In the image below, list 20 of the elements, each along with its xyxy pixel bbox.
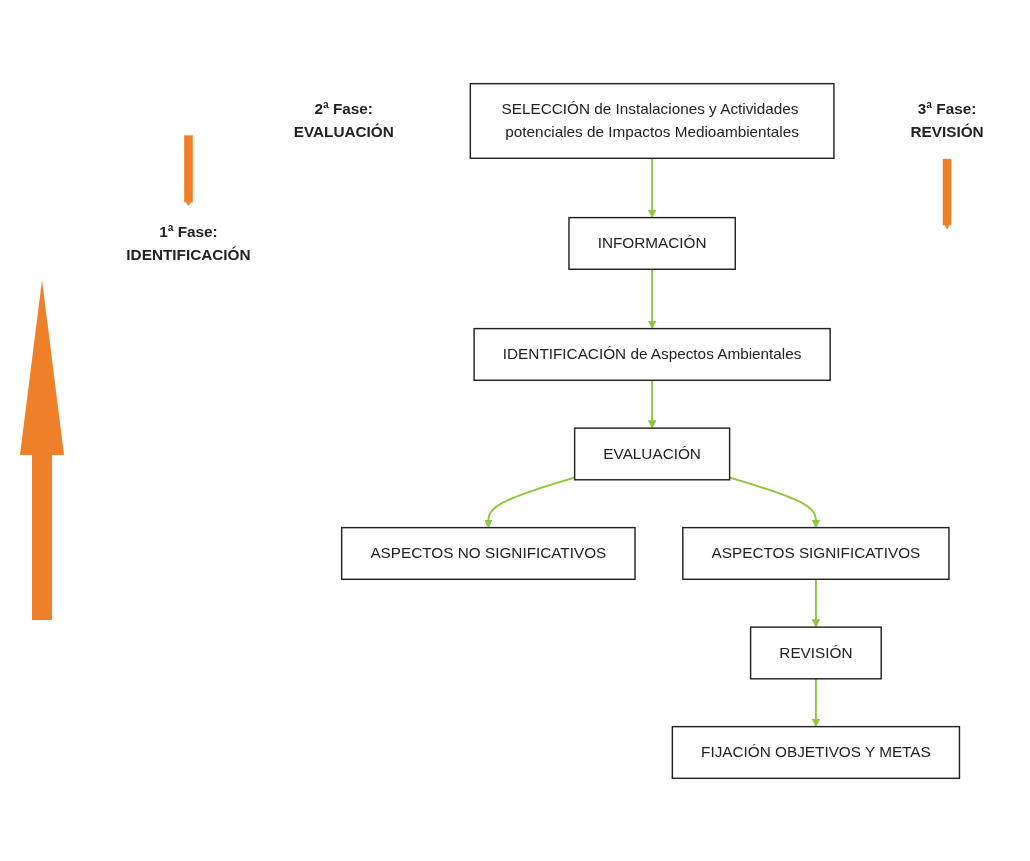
arrow <box>484 476 576 528</box>
arrow <box>811 577 821 628</box>
node-text: 1ª Fase: IDENTIFICACIÓN <box>126 222 251 263</box>
node-box: EVALUACIÓN <box>573 426 731 481</box>
node-text: 3ª Fase: REVISIÓN <box>910 100 984 140</box>
arrow <box>647 156 657 218</box>
node-box: SELECCIÓN de Instalaciones y Actividades potenciales de Impactos Medioambientales <box>469 82 835 159</box>
arrow <box>942 157 952 229</box>
node-box: IDENTIFICACIÓN de Aspectos Ambientales <box>473 327 831 381</box>
node-box: ASPECTOS NO SIGNIFICATIVOS <box>340 526 636 580</box>
arrow <box>811 677 821 727</box>
node-box: FIJACIÓN OBJETIVOS Y METAS <box>671 725 961 779</box>
node-text: 2ª Fase: EVALUACIÓN <box>293 100 394 140</box>
node-box: INFORMACIÓN <box>568 216 736 270</box>
node-box: ASPECTOS SIGNIFICATIVOS <box>682 526 950 580</box>
arrow <box>647 378 657 428</box>
arrow <box>647 267 657 329</box>
arrow <box>728 476 821 528</box>
node-box: REVISIÓN <box>749 625 882 680</box>
arrow <box>184 134 193 207</box>
